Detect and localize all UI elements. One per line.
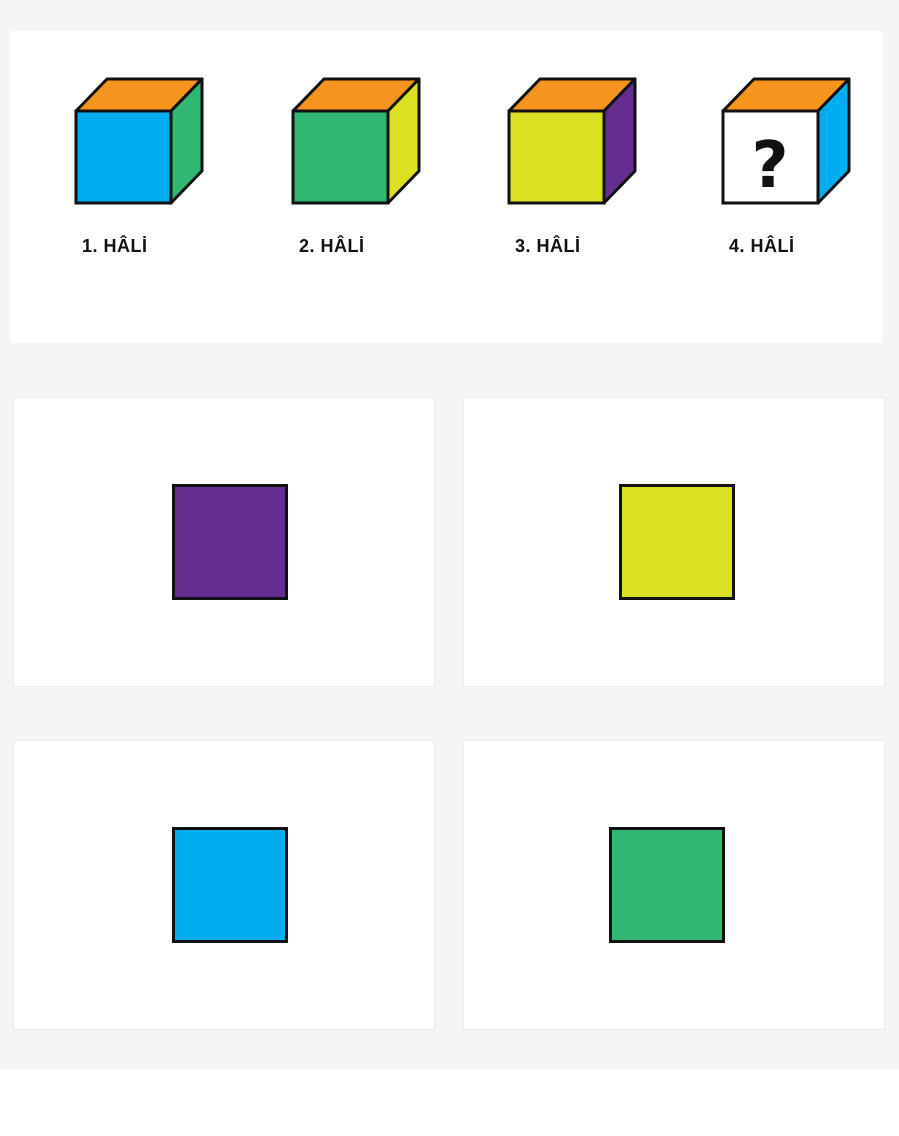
cube-1-graphic	[74, 77, 204, 205]
cube-2-front-face	[291, 109, 390, 205]
question-panel: 1. HÂLİ 2. HÂLİ 3. HÂLİ ?	[10, 31, 882, 343]
answer-option-d[interactable]	[463, 740, 885, 1030]
option-d-color-square	[609, 827, 725, 943]
cube-state-1: 1. HÂLİ	[74, 31, 234, 291]
cube-4-graphic: ?	[721, 77, 851, 205]
cube-state-3: 3. HÂLİ	[507, 31, 667, 291]
cube-state-4: ? 4. HÂLİ	[721, 31, 881, 291]
cube-1-caption: 1. HÂLİ	[82, 236, 148, 256]
cube-3-front-face	[507, 109, 606, 205]
question-mark-symbol: ?	[751, 129, 788, 203]
option-b-color-square	[619, 484, 735, 600]
option-c-color-square	[172, 827, 288, 943]
answer-option-c[interactable]	[13, 740, 435, 1030]
cube-2-caption: 2. HÂLİ	[299, 236, 365, 256]
answer-option-b[interactable]	[463, 397, 885, 687]
cube-state-2: 2. HÂLİ	[291, 31, 451, 291]
cube-3-graphic	[507, 77, 637, 205]
cube-4-front-face	[721, 109, 820, 205]
cube-3-caption: 3. HÂLİ	[515, 236, 581, 256]
answer-option-a[interactable]	[13, 397, 435, 687]
cube-4-caption: 4. HÂLİ	[729, 236, 795, 256]
quiz-page: 1. HÂLİ 2. HÂLİ 3. HÂLİ ?	[10, 31, 885, 1030]
cube-2-graphic	[291, 77, 421, 205]
cube-1-front-face	[74, 109, 173, 205]
option-a-color-square	[172, 484, 288, 600]
